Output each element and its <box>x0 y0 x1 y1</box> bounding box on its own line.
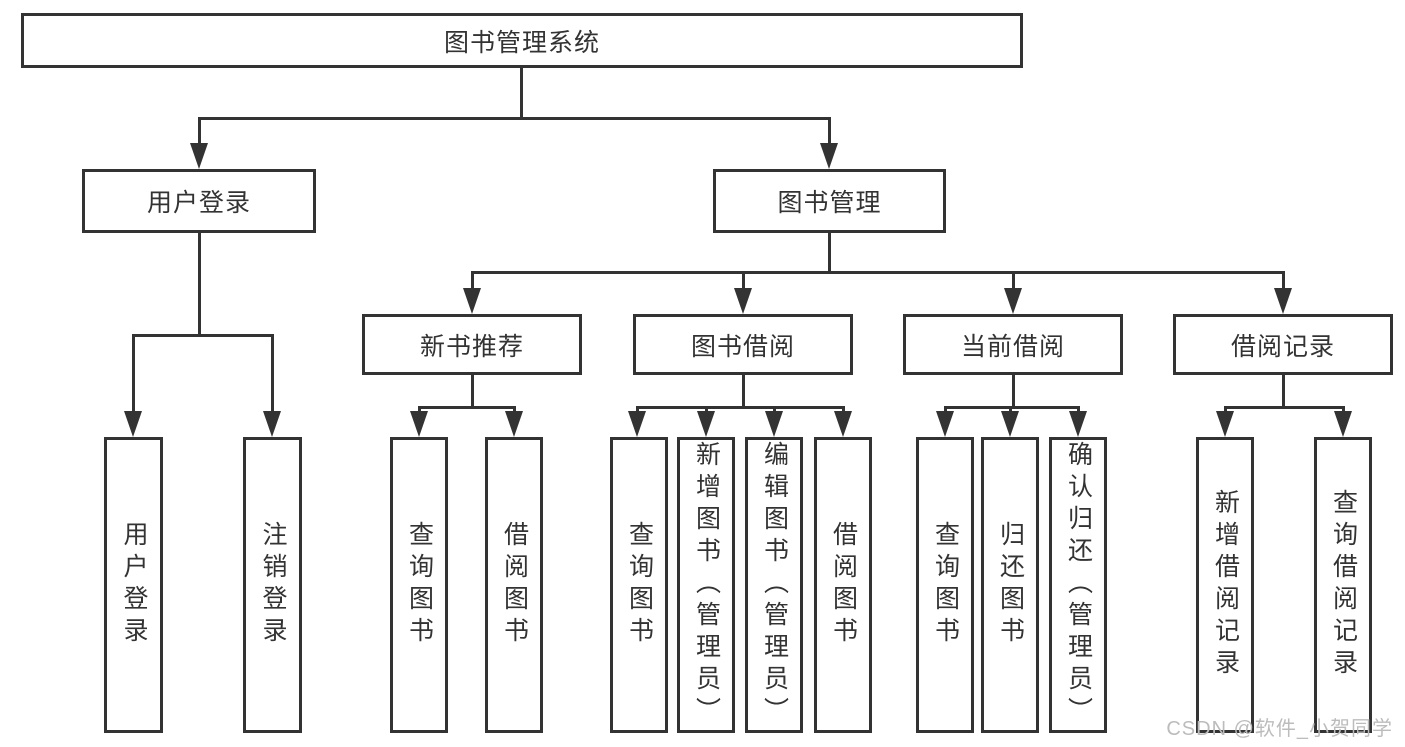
arrowhead-down-icon <box>505 411 523 437</box>
connector-stem <box>470 375 474 407</box>
connector-rail <box>417 405 516 409</box>
connector-drop-line <box>512 407 516 411</box>
connector-drop-line <box>827 118 831 143</box>
connector-drop-line <box>1008 407 1012 411</box>
connector-rail <box>470 270 1285 274</box>
arrowhead-down-icon <box>1001 411 1019 437</box>
connector-stem <box>1011 375 1015 407</box>
leaf-user-login: 用户登录 <box>104 437 163 733</box>
leaf-cb-return-books: 归还图书 <box>981 437 1039 733</box>
connector-drop-line <box>1076 407 1080 411</box>
node-borrowing-records-label: 借阅记录 <box>1230 332 1335 361</box>
connector-drop-line <box>943 407 947 411</box>
leaf-br-add-record-label: 新增借阅记录 <box>1211 489 1240 681</box>
leaf-cb-return-books-label: 归还图书 <box>996 521 1025 649</box>
csdn-watermark: CSDN @软件_小贺同学 <box>1166 718 1393 740</box>
arrowhead-down-icon <box>263 411 281 437</box>
arrowhead-down-icon <box>936 411 954 437</box>
node-new-book-recommendation: 新书推荐 <box>362 314 582 375</box>
connector-drop-line <box>635 407 639 411</box>
arrowhead-down-icon <box>463 288 481 314</box>
leaf-nb-borrow-books-label: 借阅图书 <box>500 521 529 649</box>
arrowhead-down-icon <box>124 411 142 437</box>
node-current-borrowing-label: 当前借阅 <box>960 332 1065 361</box>
connector-stem <box>827 233 831 272</box>
arrowhead-down-icon <box>820 143 838 169</box>
node-new-book-recommendation-label: 新书推荐 <box>419 332 524 361</box>
connector-drop-line <box>197 118 201 143</box>
connector-drop-line <box>741 272 745 288</box>
leaf-nb-query-books: 查询图书 <box>390 437 448 733</box>
connector-stem <box>519 68 523 118</box>
leaf-cb-query-books: 查询图书 <box>916 437 974 733</box>
arrowhead-down-icon <box>190 143 208 169</box>
node-book-management-label: 图书管理 <box>777 189 882 217</box>
node-borrowing-records: 借阅记录 <box>1173 314 1393 375</box>
leaf-cb-confirm-return-admin-label: 确认归还（管理员） <box>1064 441 1093 729</box>
arrowhead-down-icon <box>410 411 428 437</box>
connector-drop-line <box>131 335 135 411</box>
connector-stem <box>741 375 745 407</box>
arrowhead-down-icon <box>697 411 715 437</box>
connector-drop-line <box>1341 407 1345 411</box>
leaf-nb-query-books-label: 查询图书 <box>405 521 434 649</box>
connector-rail <box>1223 405 1345 409</box>
arrowhead-down-icon <box>1069 411 1087 437</box>
connector-drop-line <box>470 272 474 288</box>
connector-drop-line <box>1011 272 1015 288</box>
leaf-bb-add-book-admin: 新增图书（管理员） <box>677 437 735 733</box>
arrowhead-down-icon <box>1334 411 1352 437</box>
leaf-bb-query-books-label: 查询图书 <box>625 521 654 649</box>
arrowhead-down-icon <box>834 411 852 437</box>
leaf-bb-borrow-books-label: 借阅图书 <box>829 521 858 649</box>
arrowhead-down-icon <box>628 411 646 437</box>
node-user-login-label: 用户登录 <box>146 189 251 217</box>
node-book-borrowing-label: 图书借阅 <box>690 332 795 361</box>
node-book-borrowing: 图书借阅 <box>633 314 853 375</box>
connector-rail <box>943 405 1080 409</box>
leaf-logout-label: 注销登录 <box>259 521 287 649</box>
leaf-bb-edit-book-admin: 编辑图书（管理员） <box>745 437 803 733</box>
connector-drop-line <box>417 407 421 411</box>
leaf-user-login-label: 用户登录 <box>120 521 148 649</box>
arrowhead-down-icon <box>1274 288 1292 314</box>
leaf-bb-add-book-admin-label: 新增图书（管理员） <box>692 441 721 729</box>
node-current-borrowing: 当前借阅 <box>903 314 1123 375</box>
node-user-login: 用户登录 <box>82 169 316 233</box>
arrowhead-down-icon <box>734 288 752 314</box>
connector-drop-line <box>841 407 845 411</box>
leaf-nb-borrow-books: 借阅图书 <box>485 437 543 733</box>
connector-rail <box>635 405 845 409</box>
leaf-cb-confirm-return-admin: 确认归还（管理员） <box>1049 437 1107 733</box>
leaf-bb-borrow-books: 借阅图书 <box>814 437 872 733</box>
leaf-logout: 注销登录 <box>243 437 302 733</box>
connector-drop-line <box>1223 407 1227 411</box>
node-book-management: 图书管理 <box>713 169 946 233</box>
connector-stem <box>197 233 201 335</box>
connector-stem <box>1281 375 1285 407</box>
connector-rail <box>131 333 274 337</box>
leaf-bb-query-books: 查询图书 <box>610 437 668 733</box>
connector-drop-line <box>772 407 776 411</box>
leaf-br-query-record-label: 查询借阅记录 <box>1329 489 1358 681</box>
leaf-cb-query-books-label: 查询图书 <box>931 521 960 649</box>
leaf-br-add-record: 新增借阅记录 <box>1196 437 1254 733</box>
connector-drop-line <box>1281 272 1285 288</box>
node-library-system: 图书管理系统 <box>21 13 1023 68</box>
connector-rail <box>197 116 831 120</box>
leaf-br-query-record: 查询借阅记录 <box>1314 437 1372 733</box>
connector-drop-line <box>270 335 274 411</box>
leaf-bb-edit-book-admin-label: 编辑图书（管理员） <box>760 441 789 729</box>
arrowhead-down-icon <box>765 411 783 437</box>
node-library-system-label: 图书管理系统 <box>443 28 600 57</box>
arrowhead-down-icon <box>1004 288 1022 314</box>
arrowhead-down-icon <box>1216 411 1234 437</box>
connector-drop-line <box>704 407 708 411</box>
